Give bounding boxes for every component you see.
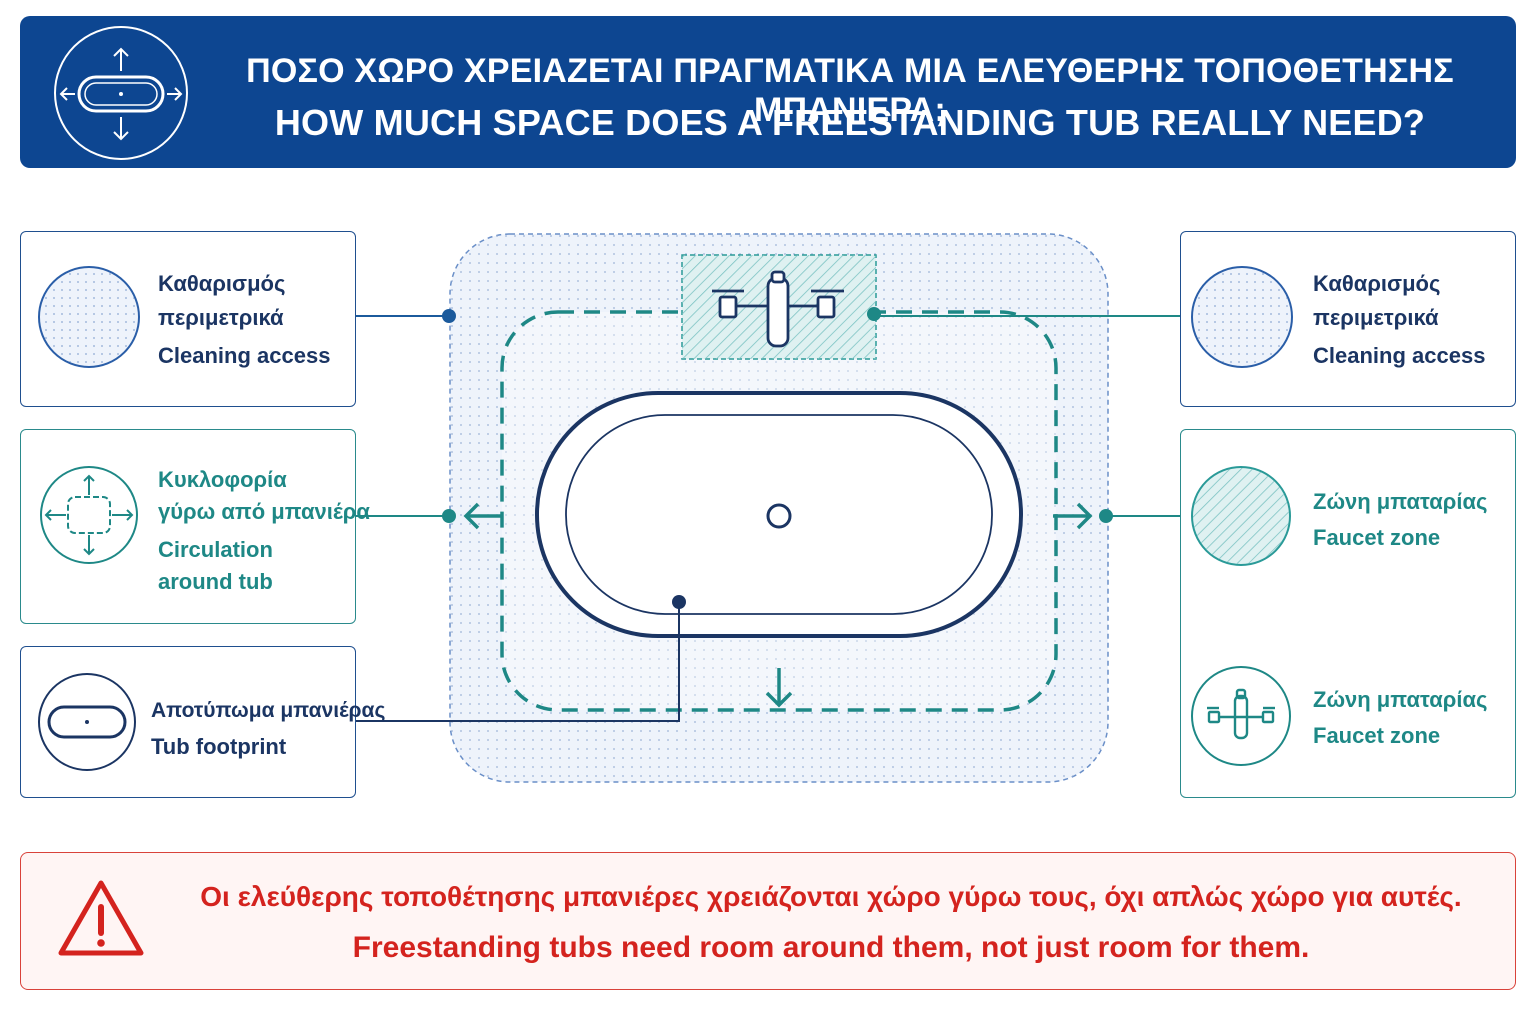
hatched-circle-icon (1191, 466, 1291, 566)
warning-banner: Οι ελεύθερης τοποθέτησης μπανιέρες χρειά… (20, 852, 1516, 990)
label-faucet-gr-1: Ζώνη μπαταρίας (1313, 489, 1488, 514)
tub-expand-icon (54, 26, 188, 160)
faucet-icon (1191, 666, 1291, 766)
card-cleaning-access-right: Καθαρισμός περιμετρικά Cleaning access (1180, 231, 1516, 407)
tub-drain (766, 503, 792, 529)
warning-triangle-icon (58, 880, 144, 956)
card-faucet-zones: Ζώνη μπαταρίας Faucet zone Ζώνη μπαταρία… (1180, 429, 1516, 798)
label-cleaning-en-right: Cleaning access (1313, 343, 1486, 368)
card-cleaning-access-left: Καθαρισμός περιμετρικά Cleaning access (20, 231, 356, 407)
label-circulation-en-1: Circulation (158, 537, 273, 562)
label-cleaning-en: Cleaning access (158, 343, 331, 368)
label-faucet-gr-2: Ζώνη μπαταρίας (1313, 687, 1488, 712)
title-greek: ΠΟΣΟ ΧΩΡΟ ΧΡΕΙΑΖΕΤΑΙ ΠΡΑΓΜΑΤΙΚΑ ΜΙΑ ΕΛΕΥ… (246, 52, 1454, 129)
dotted-circle-icon (1191, 266, 1293, 368)
label-circulation-en-2: around tub (158, 569, 273, 594)
card-circulation: Κυκλοφορία γύρω από μπανιέρα Circulation… (20, 429, 370, 624)
card-tub-footprint: Αποτύπωμα μπανιέρας Tub footprint (20, 646, 385, 798)
label-faucet-en-2: Faucet zone (1313, 723, 1441, 748)
label-circulation-gr-2: γύρω από μπανιέρα (158, 499, 370, 524)
label-footprint-gr: Αποτύπωμα μπανιέρας (151, 699, 386, 722)
warning-text-greek: Οι ελεύθερης τοποθέτησης μπανιέρες χρειά… (200, 881, 1462, 912)
label-cleaning-gr-2-right: περιμετρικά (1313, 305, 1439, 330)
label-cleaning-gr-2: περιμετρικά (158, 305, 284, 330)
label-faucet-en-1: Faucet zone (1313, 525, 1441, 550)
label-cleaning-gr-1-right: Καθαρισμός (1313, 271, 1441, 296)
warning-text-english: Freestanding tubs need room around them,… (352, 931, 1310, 964)
label-circulation-gr-1: Κυκλοφορία (158, 467, 287, 492)
tub-footprint-icon (38, 673, 136, 771)
dotted-circle-icon (38, 266, 140, 368)
faucet-zone (681, 254, 877, 360)
label-footprint-en: Tub footprint (151, 734, 287, 759)
label-cleaning-gr-1: Καθαρισμός (158, 271, 286, 296)
circulation-arrows-icon (40, 466, 138, 564)
title-english: HOW MUCH SPACE DOES A FREESTANDING TUB R… (274, 102, 1426, 143)
header-banner: ΠΟΣΟ ΧΩΡΟ ΧΡΕΙΑΖΕΤΑΙ ΠΡΑΓΜΑΤΙΚΑ ΜΙΑ ΕΛΕΥ… (20, 16, 1516, 168)
